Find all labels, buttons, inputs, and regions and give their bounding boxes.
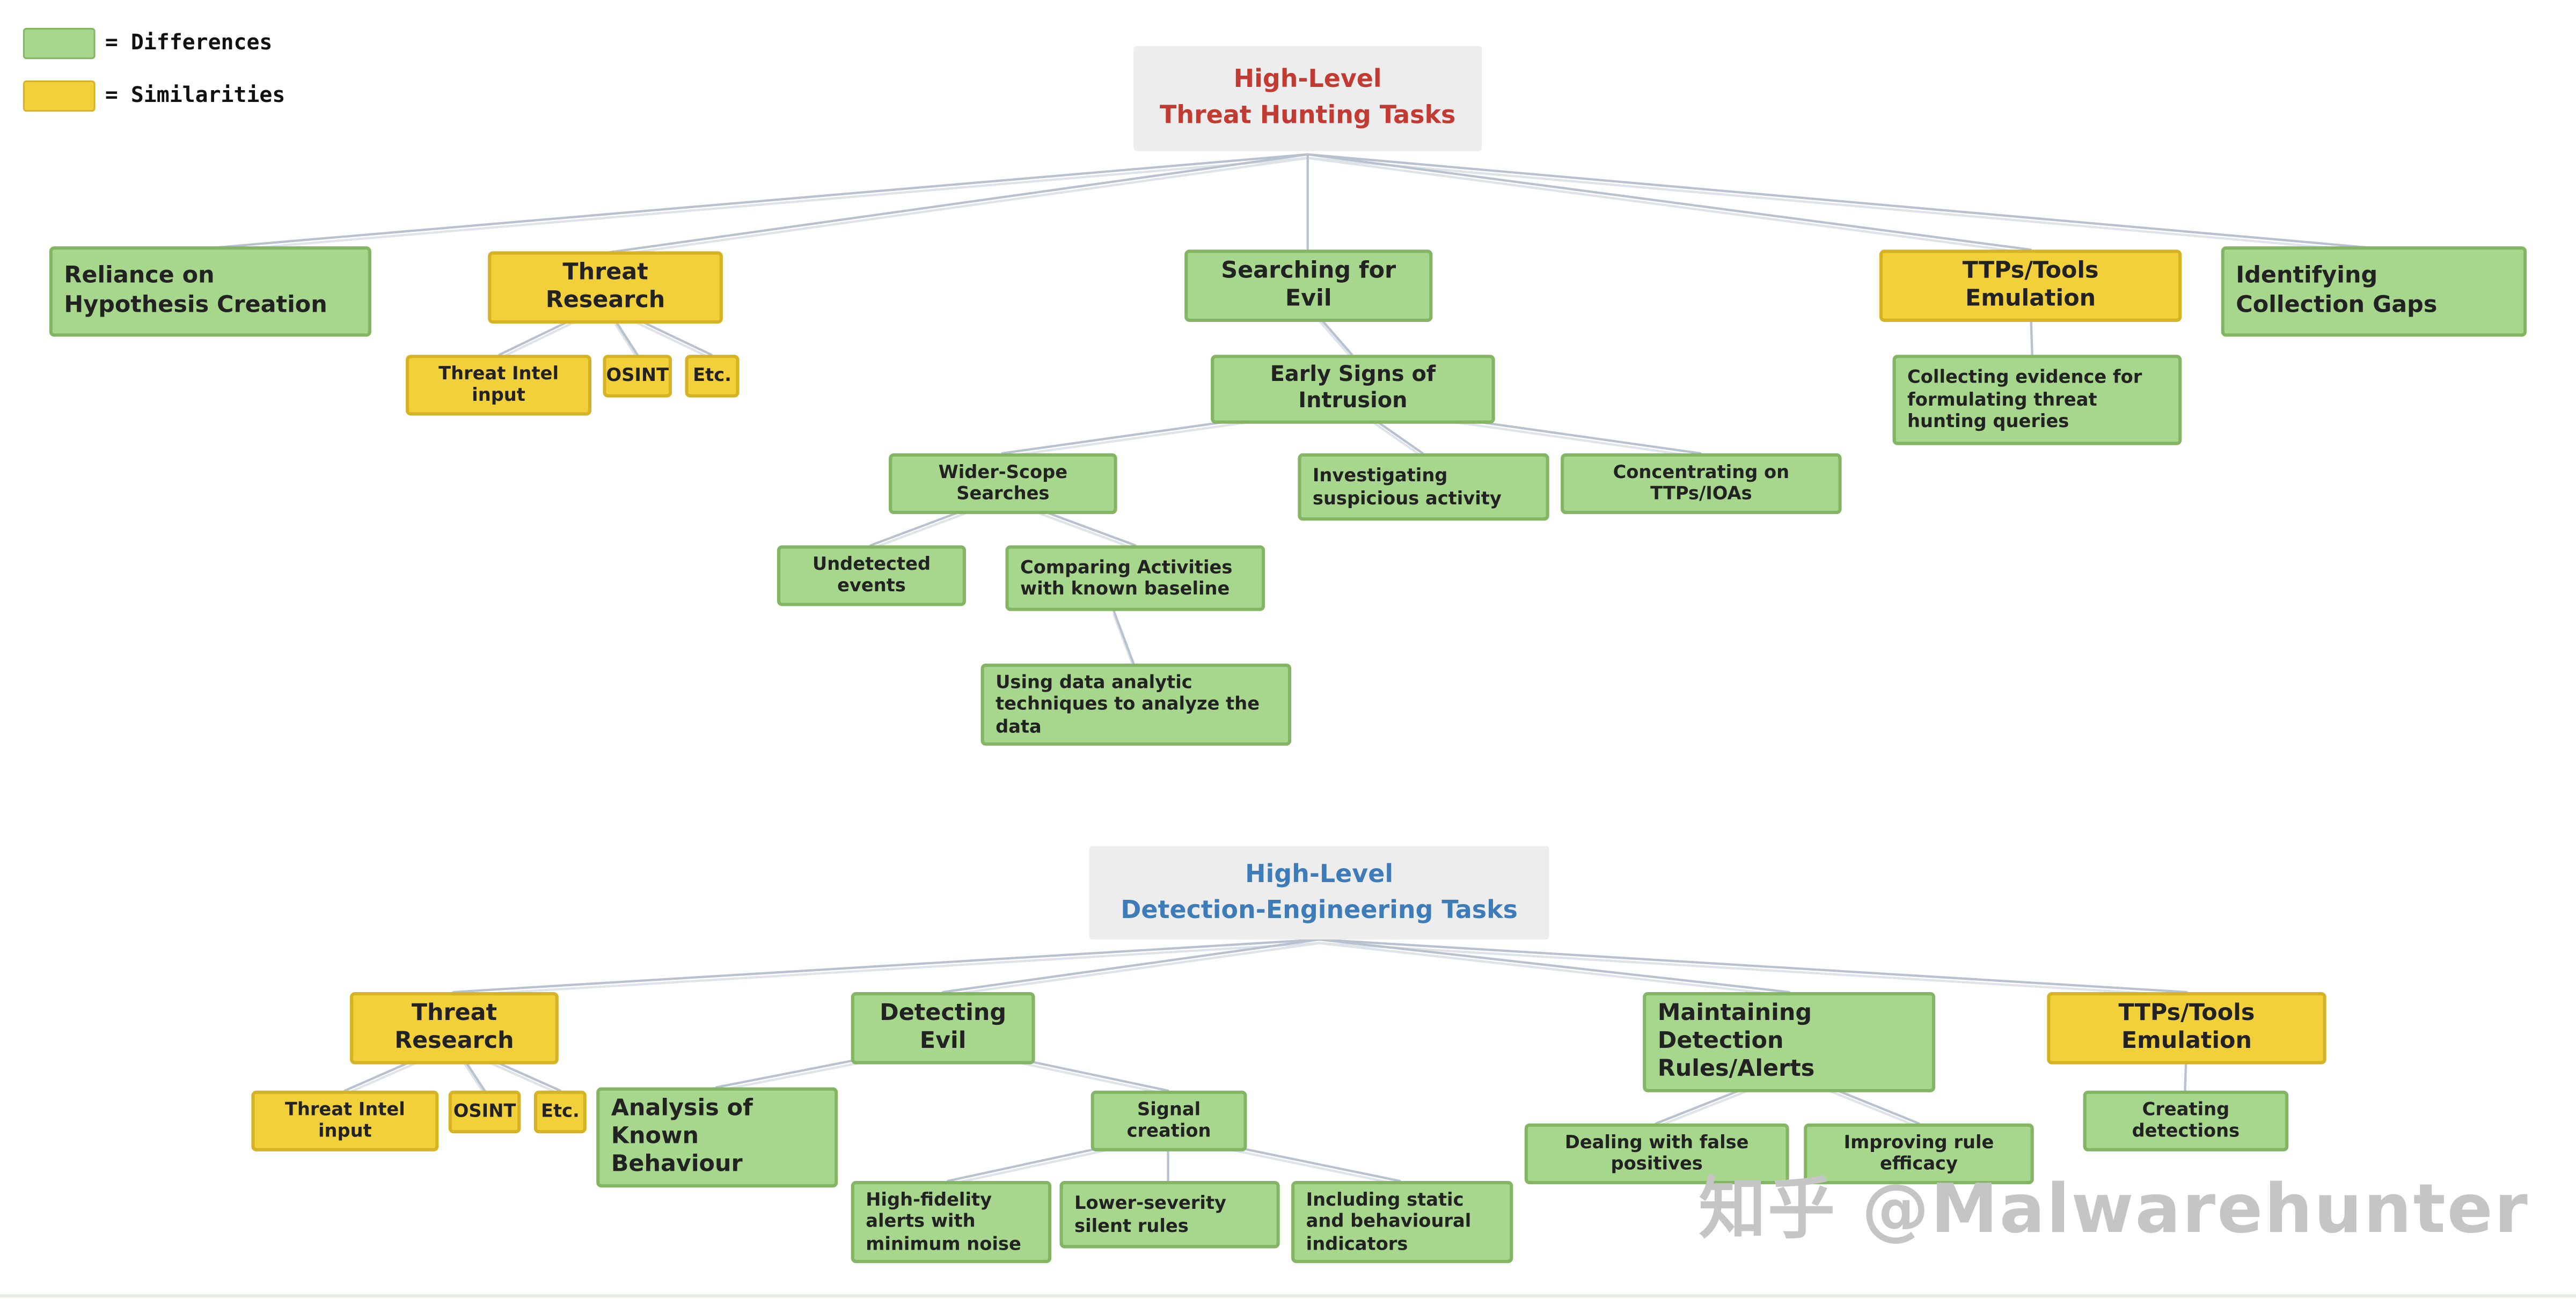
bottom-edge-line	[0, 1294, 2576, 1298]
legend-differences-swatch	[23, 28, 96, 60]
node-maintaining-rules-alerts: Maintaining Detection Rules/Alerts	[1643, 992, 1936, 1093]
detection-title-box: High-Level Detection-Engineering Tasks	[1089, 846, 1549, 940]
node-threat-research: Threat Research	[488, 251, 723, 324]
node-false-positives: Dealing with false positives	[1524, 1123, 1789, 1184]
hunting-title-line1: High-Level	[1233, 64, 1382, 94]
node-de-threat-intel-input: Threat Intel input	[251, 1090, 439, 1151]
node-early-signs: Early Signs of Intrusion	[1211, 355, 1495, 423]
detection-title-line2: Detection-Engineering Tasks	[1121, 894, 1518, 924]
node-static-behavioural: Including static and behavioural indicat…	[1291, 1181, 1513, 1264]
node-searching-for-evil: Searching for Evil	[1184, 249, 1433, 322]
legend-similarities-label: = Similarities	[105, 84, 286, 109]
hunting-title-box: High-Level Threat Hunting Tasks	[1133, 46, 1482, 151]
node-concentrating-ttps-ioas: Concentrating on TTPs/IOAs	[1561, 453, 1842, 514]
node-investigating-suspicious: Investigating suspicious activity	[1298, 453, 1549, 521]
hunting-title-line2: Threat Hunting Tasks	[1160, 100, 1456, 130]
node-analysis-known-behaviour: Analysis of Known Behaviour	[596, 1087, 838, 1188]
zhihu-watermark: 知乎 @Malwarehunter	[1699, 1169, 2529, 1249]
node-reliance-hypothesis: Reliance on Hypothesis Creation	[49, 246, 371, 337]
node-de-ttps-tools-emulation: TTPs/Tools Emulation	[2047, 992, 2326, 1065]
legend-differences-label: = Differences	[105, 31, 273, 56]
node-de-osint: OSINT	[448, 1090, 521, 1134]
node-high-fidelity-alerts: High-fidelity alerts with minimum noise	[851, 1181, 1052, 1264]
node-undetected-events: Undetected events	[777, 545, 966, 606]
node-data-analytics: Using data analytic techniques to analyz…	[980, 663, 1292, 746]
node-creating-detections: Creating detections	[2083, 1090, 2289, 1151]
node-signal-creation: Signal creation	[1091, 1090, 1247, 1151]
node-ttps-tools-emulation: TTPs/Tools Emulation	[1879, 249, 2182, 322]
legend-similarities-swatch	[23, 80, 96, 112]
node-de-etc: Etc.	[533, 1090, 587, 1134]
node-lower-severity-rules: Lower-severity silent rules	[1059, 1181, 1280, 1249]
node-etc: Etc.	[685, 355, 740, 398]
node-de-threat-research: Threat Research	[350, 992, 559, 1065]
node-threat-intel-input: Threat Intel input	[406, 355, 592, 415]
node-comparing-baseline: Comparing Activities with known baseline	[1005, 545, 1265, 611]
node-rule-efficacy: Improving rule efficacy	[1804, 1123, 2034, 1184]
node-identifying-gaps: Identifying Collection Gaps	[2221, 246, 2527, 337]
node-wider-scope-searches: Wider-Scope Searches	[889, 453, 1117, 514]
node-osint: OSINT	[603, 355, 672, 398]
detection-title-line1: High-Level	[1245, 858, 1394, 889]
node-detecting-evil: Detecting Evil	[851, 992, 1035, 1065]
node-collecting-evidence: Collecting evidence for formulating thre…	[1892, 355, 2182, 445]
